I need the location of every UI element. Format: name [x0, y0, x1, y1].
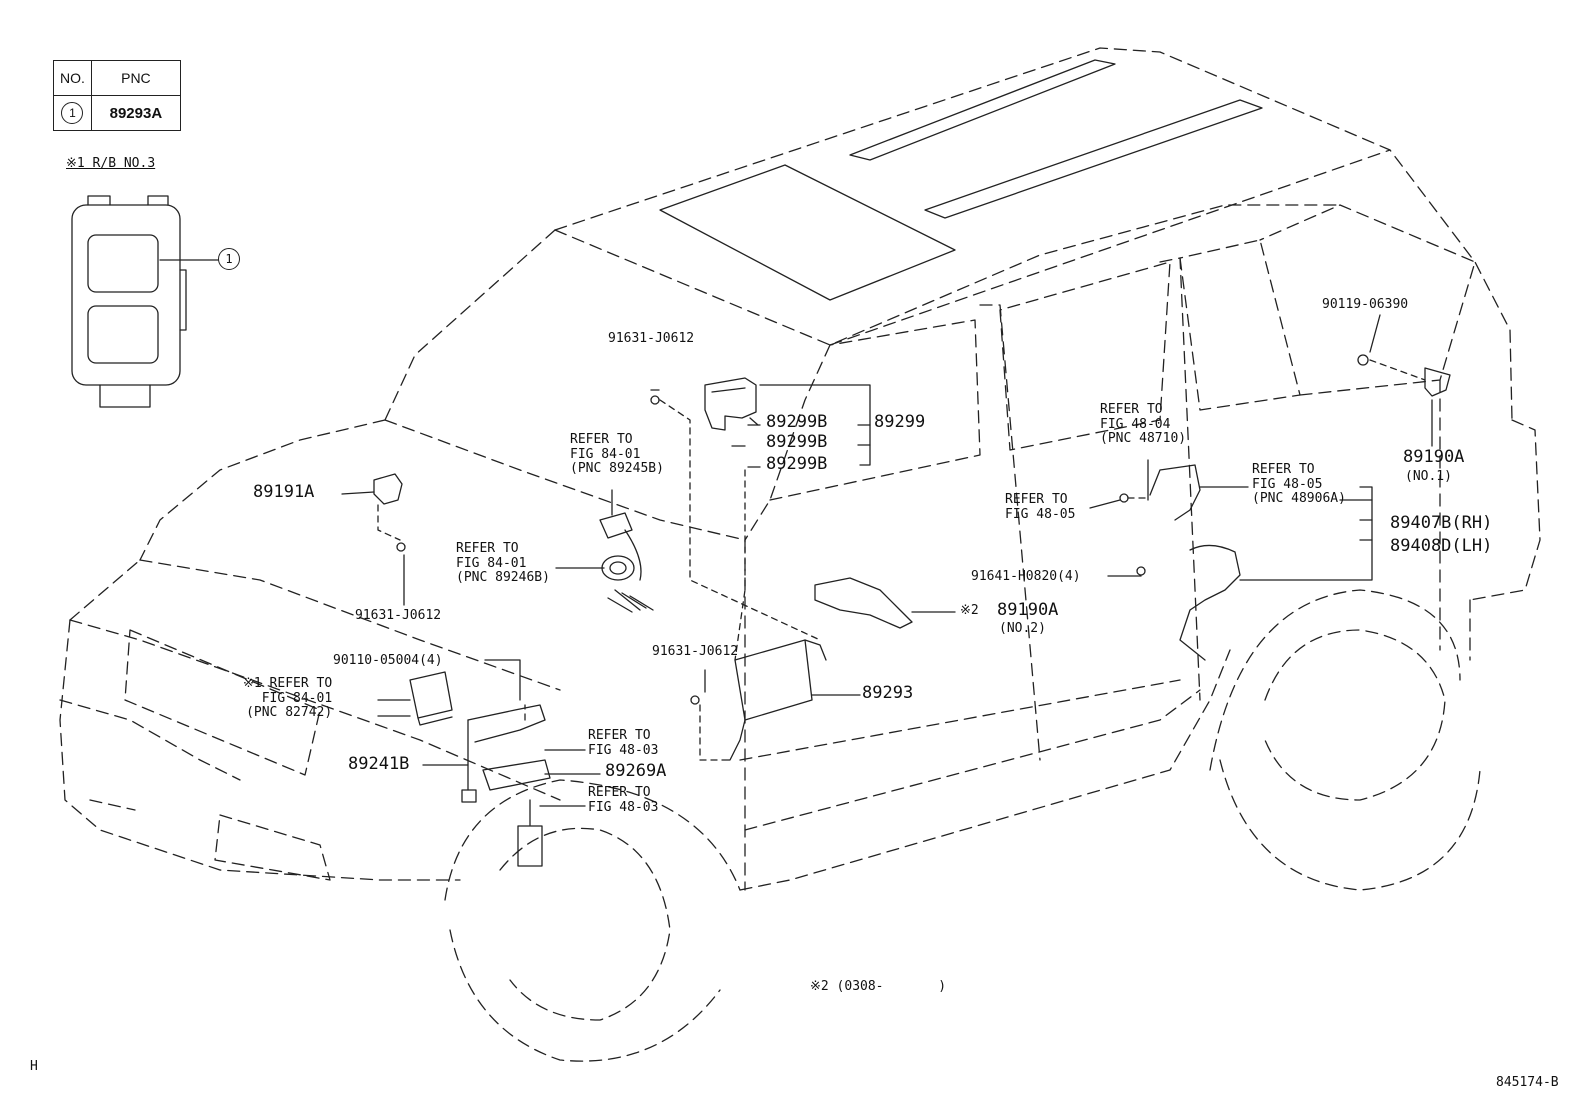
label-91631-top: 91631-J0612	[608, 331, 695, 346]
label-90110: 90110-05004(4)	[333, 653, 443, 668]
label-89190a-no1-sub: (NO.1)	[1405, 469, 1452, 484]
part-89245b-drawing	[599, 512, 654, 613]
part-89190a-no2-drawing	[814, 577, 913, 629]
bolts	[396, 354, 1369, 705]
row-no-cell: 1	[53, 95, 92, 131]
refer-fig-48-03-b: REFER TO FIG 48-03	[588, 785, 659, 815]
part-89241b-drawing	[461, 704, 551, 803]
label-89293: 89293	[862, 683, 914, 703]
refer-fig-48-04: REFER TO FIG 48-04 (PNC 48710)	[1100, 402, 1187, 447]
part-89407b-drawing	[1149, 464, 1241, 661]
refer-fig-84-01-c: ※1 REFER TO FIG 84-01 (PNC 82742)	[243, 676, 333, 721]
refer-fig-48-05-a: REFER TO FIG 48-05	[1005, 492, 1076, 522]
figure-code: 845174-B	[1496, 1075, 1559, 1090]
leader-lines	[341, 314, 1433, 807]
part-89299-drawing	[704, 377, 759, 431]
label-89299b-2: 89299B	[766, 432, 828, 452]
label-89269a: 89269A	[605, 761, 667, 781]
header-pnc: PNC	[90, 60, 181, 96]
pnc-table: NO. PNC 1 89293A	[53, 60, 181, 131]
part-82742-drawing	[409, 671, 453, 726]
roof-rails	[659, 59, 1263, 301]
relay-block-label: ※1 R/B NO.3	[66, 156, 156, 171]
part-89191a-drawing	[373, 473, 403, 505]
label-89191a: 89191A	[253, 482, 315, 502]
label-89190a-no2-sub: (NO.2)	[999, 621, 1046, 636]
callout-1: 1	[218, 248, 240, 270]
label-89190a-no2-mark: ※2	[960, 603, 979, 618]
row-no: 1	[61, 102, 84, 124]
refer-fig-48-05-b: REFER TO FIG 48-05 (PNC 48906A)	[1252, 462, 1346, 507]
label-89190a-no2: 89190A	[997, 600, 1059, 620]
label-89190a-no1: 89190A	[1403, 447, 1465, 467]
refer-fig-48-03-a: REFER TO FIG 48-03	[588, 728, 659, 758]
vehicle-body-outline	[59, 47, 1541, 1062]
table-row: 1 89293A	[53, 95, 181, 131]
pnc-table-header: NO. PNC	[53, 60, 181, 96]
part-89293-drawing	[721, 639, 827, 761]
label-89299b-1: 89299B	[766, 412, 828, 432]
part-89190a-no1-drawing	[1424, 367, 1451, 397]
header-no: NO.	[53, 60, 92, 96]
refer-fig-84-01-a: REFER TO FIG 84-01 (PNC 89245B)	[570, 432, 664, 477]
label-89408d: 89408D(LH)	[1390, 536, 1493, 556]
shock-absorber-drawing	[517, 799, 543, 867]
label-89241b: 89241B	[348, 754, 410, 774]
refer-fig-84-01-b: REFER TO FIG 84-01 (PNC 89246B)	[456, 541, 550, 586]
corner-mark: H	[30, 1059, 38, 1074]
label-89299: 89299	[874, 412, 926, 432]
row-pnc: 89293A	[90, 95, 181, 131]
label-91631-left: 91631-J0612	[355, 608, 442, 623]
note-2: ※2 (0308- )	[810, 979, 947, 994]
label-91631-mid: 91631-J0612	[652, 644, 739, 659]
assembly-lines	[377, 359, 1426, 761]
label-89407b: 89407B(RH)	[1390, 513, 1493, 533]
label-90119: 90119-06390	[1322, 297, 1409, 312]
label-89299b-3: 89299B	[766, 454, 828, 474]
relay-block-drawing	[71, 195, 219, 408]
label-91641: 91641-H0820(4)	[971, 569, 1081, 584]
